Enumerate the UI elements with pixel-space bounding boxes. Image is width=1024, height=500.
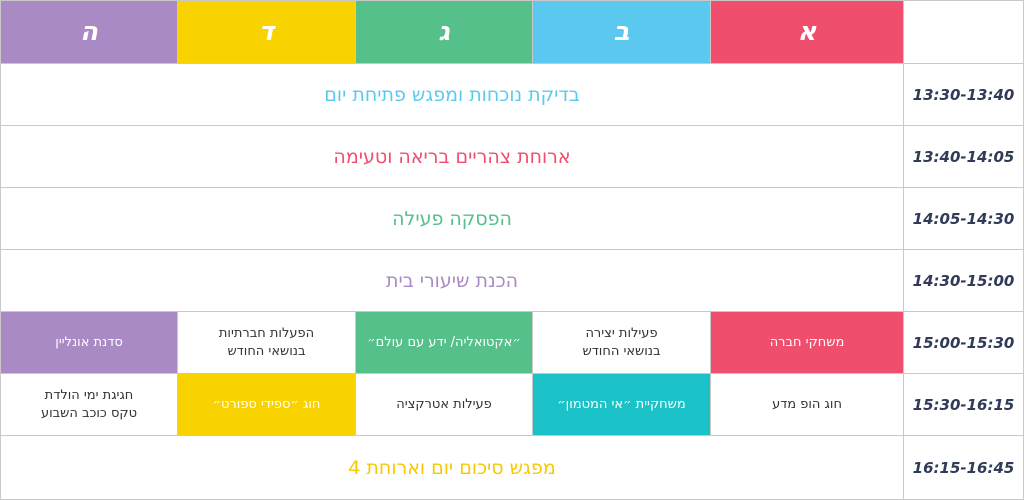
cell-line: חגיגת ימי הולדת: [44, 387, 134, 403]
cell-line: פעילות אטרקציה: [396, 396, 492, 412]
cell-line: חוג הופ מדע: [772, 396, 842, 412]
day-header-gimel: ג: [356, 0, 533, 64]
cell-line: סדנת אונליין: [55, 334, 123, 350]
time-slot-7: 16:15-16:45: [904, 436, 1024, 500]
activity-cell-he-1530: חגיגת ימי הולדת טקס כוכב השבוע: [0, 374, 178, 436]
time-slot-2: 13:40-14:05: [904, 126, 1024, 188]
time-slot-3: 14:05-14:30: [904, 188, 1024, 250]
day-header-dalet: ד: [178, 0, 356, 64]
activity-cell-dalet-1500: הפעלות חברתיות בנושאי החודש: [178, 312, 356, 374]
activity-row-4: הכנת שיעורי בית: [0, 250, 904, 312]
time-slot-1: 13:30-13:40: [904, 64, 1024, 126]
time-slot-5: 15:00-15:30: [904, 312, 1024, 374]
cell-line: בנושאי החודש: [227, 343, 306, 359]
time-slot-4: 14:30-15:00: [904, 250, 1024, 312]
day-header-alef: א: [711, 0, 904, 64]
cell-line: בנושאי החודש: [582, 343, 661, 359]
activity-row-3: הפסקה פעילה: [0, 188, 904, 250]
activity-row-last: מפגש סיכום יום וארוחת 4: [0, 436, 904, 500]
cell-line: טקס כוכב השבוע: [40, 405, 138, 421]
activity-cell-alef-1500: משחקי חברה: [711, 312, 904, 374]
day-header-he: ה: [0, 0, 178, 64]
cell-line: משחקי חברה: [769, 334, 845, 350]
activity-cell-gimel-1500: ״אקטואליה/ ידע עם עולם״: [356, 312, 533, 374]
activity-cell-he-1500: סדנת אונליין: [0, 312, 178, 374]
activity-cell-alef-1530: חוג הופ מדע: [711, 374, 904, 436]
activity-row-2: ארוחת צהריים בריאה וטעימה: [0, 126, 904, 188]
activity-row-1: בדיקת נוכחות ומפגש פתיחת יום: [0, 64, 904, 126]
cell-line: משחקיית ״אי המטמון״: [557, 396, 686, 412]
cell-line: חוג ״ספידי ספורט״: [212, 396, 321, 412]
activity-cell-bet-1530: משחקיית ״אי המטמון״: [533, 374, 711, 436]
activity-cell-gimel-1530: פעילות אטרקציה: [356, 374, 533, 436]
cell-line: הפעלות חברתיות: [218, 325, 315, 341]
cell-line: פעילות יצירה: [585, 325, 658, 341]
activity-cell-bet-1500: פעילות יצירה בנושאי החודש: [533, 312, 711, 374]
time-slot-6: 15:30-16:15: [904, 374, 1024, 436]
day-header-bet: ב: [533, 0, 711, 64]
cell-line: ״אקטואליה/ ידע עם עולם״: [367, 334, 521, 350]
activity-cell-dalet-1530: חוג ״ספידי ספורט״: [178, 374, 356, 436]
header-corner: [904, 0, 1024, 64]
